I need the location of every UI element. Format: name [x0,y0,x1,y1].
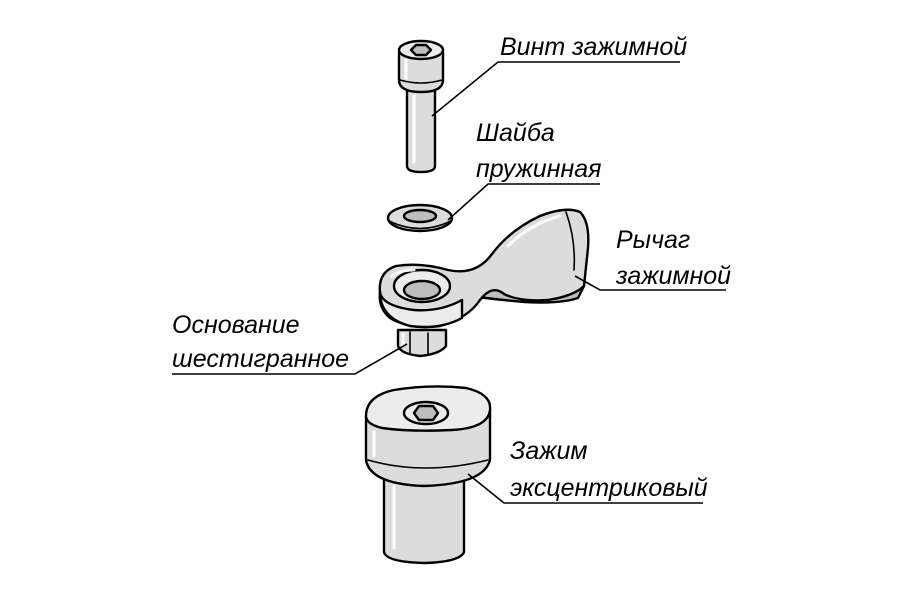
label-hex-base-line2: шестигранное [172,345,349,373]
leader-base [172,343,408,375]
label-spring-washer-line2: пружинная [476,155,602,183]
label-clamp-lever-line1: Рычаг [616,226,690,254]
spring-washer [386,203,454,233]
label-spring-washer-line1: Шайба [476,119,555,147]
label-clamp-screw: Винт зажимной [500,33,687,61]
label-eccentric-clamp-line2: эксцентриковый [510,474,708,502]
leader-lever [574,275,726,291]
leader-washer [447,183,600,221]
label-clamp-lever-line2: зажимной [615,262,731,290]
eccentric-clamp [364,385,492,565]
label-hex-base-line1: Основание [172,311,300,339]
clamp-lever [378,208,590,329]
leader-clamp [467,473,703,504]
leader-lines [172,61,726,504]
label-eccentric-clamp-line1: Зажим [510,437,588,465]
leader-screw [431,61,680,117]
clamp-screw [397,39,445,174]
hex-base [396,328,448,358]
